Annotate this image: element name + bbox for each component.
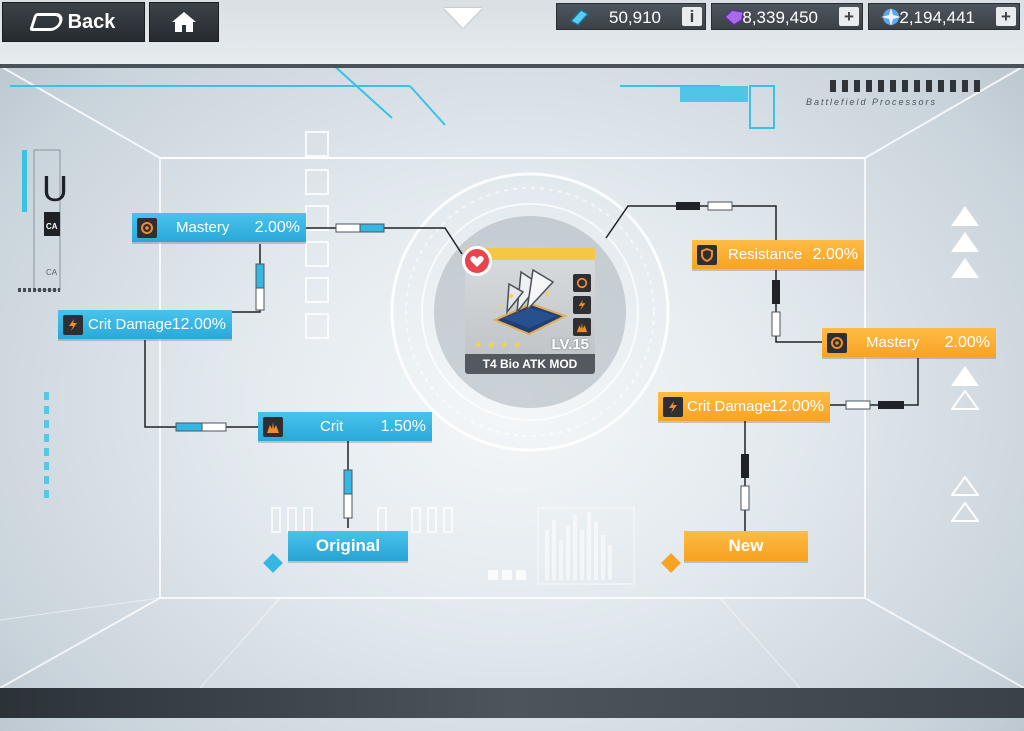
original-stat-mastery[interactable]: Mastery 2.00% [132,213,306,242]
module-card[interactable]: LV.15 T4 Bio ATK MOD [465,248,595,374]
home-button[interactable] [149,2,219,42]
module-name: T4 Bio ATK MOD [465,354,595,374]
gem-amount: 8,339,450 [742,8,818,27]
top-bar-divider [0,64,1024,68]
collapse-chevron-icon[interactable] [444,8,482,28]
energy-add-button[interactable]: + [996,7,1016,26]
home-icon [172,12,196,32]
new-stat-crit-damage[interactable]: Crit Damage 12.00% [658,392,830,421]
energy-amount: 2,194,441 [899,8,975,27]
module-stars: ★★★★ [474,340,526,351]
stat-value: 12.00% [769,397,824,415]
purple-gem-icon [723,9,744,26]
gem-add-button[interactable]: + [839,7,859,26]
stat-value: 1.50% [380,417,426,435]
stat-name: Resistance [728,246,803,263]
stat-name: Mastery [866,334,920,351]
side-label-u: U [42,168,68,209]
back-arrow-icon [28,13,65,31]
arrow-up-decor-icon [951,206,979,226]
blue-energy-icon [881,8,901,26]
crystal-info-button[interactable]: i [682,7,702,26]
crit-damage-icon [663,397,683,417]
module-level: LV.15 [551,336,589,353]
back-button[interactable]: Back [2,2,145,42]
new-label: New [728,536,764,555]
back-button-label: Back [67,10,116,33]
stat-name: Crit Damage [687,398,772,415]
currency-gem: 8,339,450 + [711,3,863,30]
ship-mod-icon [492,268,568,336]
original-stat-crit-damage[interactable]: Crit Damage 12.00% [58,310,232,339]
side-label-ca: CA [46,222,58,231]
stat-value: 12.00% [171,315,226,333]
crystal-amount: 50,910 [609,8,661,27]
side-label-ca-2: CA [46,268,58,277]
battlefield-processors-label: Battlefield Processors [806,97,938,107]
arrow-up-outline-icon [951,476,979,496]
stat-value: 2.00% [812,245,858,263]
bottom-strip [0,688,1024,718]
crit-icon [263,417,283,437]
original-button[interactable]: Original [288,531,408,561]
crit-damage-icon [573,296,591,314]
currency-crystal: 50,910 i [556,3,706,30]
mastery-icon [137,218,157,238]
stat-value: 2.00% [944,333,990,351]
stat-value: 2.00% [254,218,300,236]
stat-name: Crit [320,418,344,435]
mastery-icon [573,274,591,292]
stat-name: Mastery [176,219,230,236]
stat-name: Crit Damage [88,316,173,333]
arrow-up-decor-icon [951,232,979,252]
arrow-up-decor-icon [951,258,979,278]
cyan-crystal-icon [569,9,590,26]
new-button[interactable]: New [684,531,808,561]
currency-energy: 2,194,441 + [868,3,1020,30]
crit-damage-icon [63,315,83,335]
original-stat-crit[interactable]: Crit 1.50% [258,412,432,441]
resistance-icon [697,245,717,265]
new-stat-mastery[interactable]: Mastery 2.00% [822,328,996,357]
module-stat-icons [573,274,591,340]
arrow-up-decor-icon [951,366,979,386]
bio-heart-icon [462,246,492,276]
arrow-up-outline-icon [951,502,979,522]
arrow-up-outline-icon [951,390,979,410]
crit-icon [573,318,591,336]
original-label: Original [315,536,381,555]
new-stat-resistance[interactable]: Resistance 2.00% [692,240,864,269]
module-rarity-band [465,248,595,260]
mastery-icon [827,333,847,353]
